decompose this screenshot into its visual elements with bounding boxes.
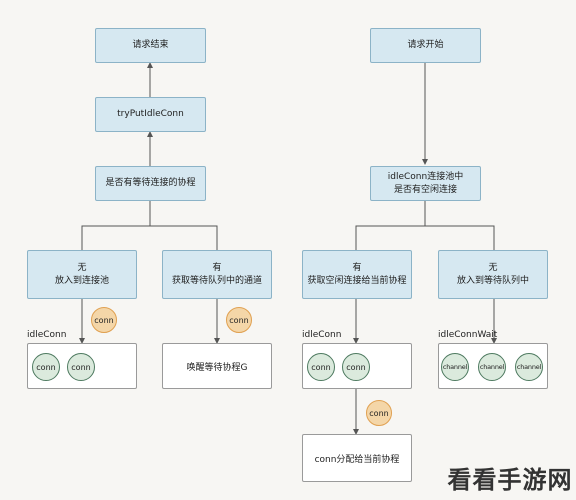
right-yes-desc: 获取空闲连接给当前协程: [307, 275, 407, 286]
left-yes-desc: 获取等待队列中的通道: [171, 275, 262, 286]
right-pool-conn-1: conn: [307, 353, 335, 381]
left-idleconn-label: idleConn: [27, 330, 67, 340]
left-branch-lines: [81, 225, 218, 250]
right-no-node: 无 放入到等待队列中: [438, 250, 548, 299]
right-pool-conn-2-label: conn: [346, 362, 366, 372]
request-start-node: 请求开始: [370, 28, 481, 63]
right-pool-conn-2: conn: [342, 353, 370, 381]
right-no-desc: 放入到等待队列中: [456, 275, 529, 286]
left-returned-conn: conn: [91, 307, 117, 333]
left-pool-conn-2: conn: [67, 353, 95, 381]
left-no-title: 无: [77, 262, 87, 273]
left-pool-conn-1-label: conn: [36, 362, 56, 372]
left-no-node: 无 放入到连接池: [27, 250, 137, 299]
left-yes-node: 有 获取等待队列中的通道: [162, 250, 272, 299]
left-no-desc: 放入到连接池: [54, 275, 109, 286]
wait-channel-2-label: channel: [479, 363, 505, 371]
wait-channel-3-label: channel: [516, 363, 542, 371]
wake-goroutine-label: 唤醒等待协程G: [186, 362, 248, 373]
wait-channel-3: channel: [515, 353, 543, 381]
idleconnwait-label: idleConnWait: [438, 330, 498, 340]
wait-channel-1: channel: [441, 353, 469, 381]
request-start-label: 请求开始: [407, 40, 444, 50]
left-yes-title: 有: [212, 262, 222, 273]
wait-channel-1-label: channel: [442, 363, 468, 371]
right-picked-conn: conn: [366, 400, 392, 426]
right-yes-node: 有 获取空闲连接给当前协程: [302, 250, 412, 299]
right-branch-lines: [355, 225, 495, 250]
left-pool-conn-2-label: conn: [71, 362, 91, 372]
tryputidleconn-label: tryPutIdleConn: [117, 109, 184, 119]
check-idle-line1: idleConn连接池中: [387, 171, 464, 182]
right-no-title: 无: [488, 262, 498, 273]
right-yes-title: 有: [352, 262, 362, 273]
assign-conn-label: conn分配给当前协程: [314, 454, 400, 465]
left-returned-conn-label: conn: [94, 315, 114, 325]
wait-channel-2: channel: [478, 353, 506, 381]
check-idle-line2: 是否有空闲连接: [393, 184, 457, 195]
left-pool-conn-1: conn: [32, 353, 60, 381]
check-waiting-label: 是否有等待连接的协程: [105, 178, 196, 188]
wake-goroutine-box: [162, 343, 272, 389]
check-waiting-node: 是否有等待连接的协程: [95, 166, 206, 201]
assign-conn-box: [302, 434, 412, 482]
check-idle-node: idleConn连接池中 是否有空闲连接: [370, 166, 481, 201]
right-picked-conn-label: conn: [369, 408, 389, 418]
site-watermark: 看看手游网: [447, 464, 573, 494]
right-idleconn-label: idleConn: [302, 330, 342, 340]
left-handoff-conn-label: conn: [229, 315, 249, 325]
request-end-node: 请求结束: [95, 28, 206, 63]
left-handoff-conn: conn: [226, 307, 252, 333]
right-pool-conn-1-label: conn: [311, 362, 331, 372]
tryputidleconn-node: tryPutIdleConn: [95, 97, 206, 132]
request-end-label: 请求结束: [132, 40, 169, 50]
